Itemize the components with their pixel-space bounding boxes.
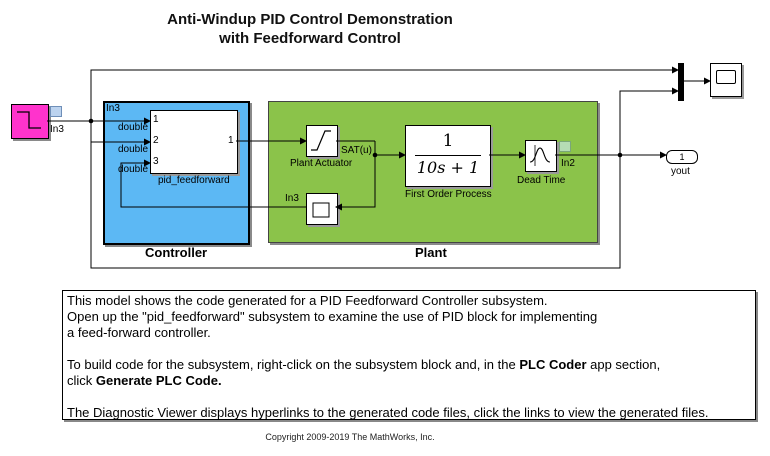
- pid-feedforward-label: pid_feedforward: [158, 175, 230, 186]
- port-type-2: double: [118, 144, 149, 155]
- note-line-3: a feed-forward controller.: [67, 325, 211, 340]
- title-line-2: with Feedforward Control: [219, 30, 401, 47]
- generate-plc-code-text: Generate PLC Code.: [95, 373, 222, 388]
- step-icon: [17, 111, 41, 129]
- yout-label: yout: [671, 166, 690, 177]
- controller-label: Controller: [145, 245, 208, 260]
- in2-signal-label: In2: [561, 158, 575, 169]
- diagram-title: Anti-Windup PID Control Demonstration wi…: [130, 10, 490, 48]
- sat-signal-label: SAT(u): [341, 145, 372, 156]
- tf-numerator: 1: [442, 131, 454, 151]
- tf-denominator: 10s + 1: [416, 158, 480, 177]
- note-line-2: Open up the "pid_feedforward" subsystem …: [67, 309, 598, 324]
- title-line-1: Anti-Windup PID Control Demonstration: [167, 11, 453, 28]
- scope-screen-icon: [716, 70, 736, 84]
- port-type-3: double: [118, 164, 149, 175]
- model-description-note: This model shows the code generated for …: [62, 290, 756, 420]
- plant-label: Plant: [415, 245, 447, 260]
- note-line-5: click Generate PLC Code.: [67, 373, 751, 389]
- copyright: Copyright 2009-2019 The MathWorks, Inc.: [265, 432, 435, 442]
- port-type-1: double: [118, 122, 149, 133]
- source-port-icon: [50, 106, 62, 117]
- first-order-process-label: First Order Process: [405, 189, 492, 200]
- note-line-4: To build code for the subsystem, right-c…: [67, 357, 751, 373]
- controller-inport-label: In3: [106, 103, 120, 114]
- note-line-4-tail: app section,: [586, 357, 661, 372]
- note-line-5-text: click: [67, 373, 96, 388]
- feedback-icon: [312, 202, 330, 218]
- plc-coder-text: PLC Coder: [519, 357, 587, 372]
- dead-time-port-icon: [559, 141, 571, 152]
- note-line-4-text: To build code for the subsystem, right-c…: [67, 357, 520, 372]
- feedback-in3-label: In3: [285, 193, 299, 204]
- saturation-icon: [311, 130, 331, 151]
- in3-source-label: In3: [50, 124, 64, 135]
- mux-block[interactable]: [678, 63, 684, 101]
- pid-port-out-1: 1: [228, 135, 234, 146]
- first-order-process-block[interactable]: [405, 125, 491, 187]
- dead-time-icon: [529, 147, 551, 163]
- scope-block[interactable]: [710, 63, 742, 97]
- note-line-1: This model shows the code generated for …: [67, 293, 548, 308]
- pid-port-in-3: 3: [153, 156, 159, 167]
- tf-fraction-bar: [415, 155, 481, 156]
- dead-time-label: Dead Time: [517, 175, 566, 186]
- note-line-6: The Diagnostic Viewer displays hyperlink…: [67, 405, 709, 420]
- pid-port-in-2: 2: [153, 135, 159, 146]
- pid-port-in-1: 1: [153, 114, 159, 125]
- plant-actuator-label: Plant Actuator: [290, 158, 353, 169]
- pid-feedforward-block[interactable]: [150, 110, 238, 174]
